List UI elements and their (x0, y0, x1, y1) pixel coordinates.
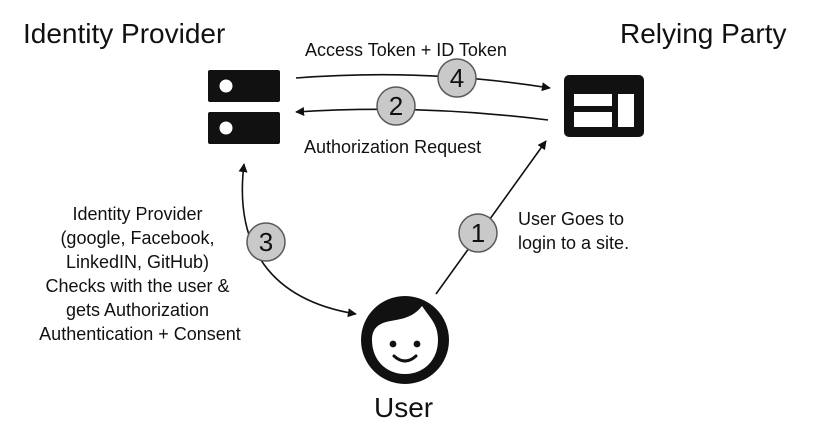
svg-text:2: 2 (389, 91, 403, 121)
authorization-request-arrow (295, 106, 549, 121)
step-badge-2: 2 (376, 86, 416, 126)
identity-provider-title: Identity Provider (23, 18, 225, 49)
step-badge-4: 4 (437, 58, 477, 98)
tokens-label: Access Token + ID Token (305, 40, 507, 60)
idp-user-check-arrow (238, 163, 357, 318)
authorization-request-label: Authorization Request (304, 137, 481, 157)
tokens-flow-arrow (295, 73, 551, 92)
user-login-arrow (435, 140, 547, 295)
website-icon (564, 75, 644, 137)
user-avatar-icon (361, 296, 449, 384)
server-icon (208, 70, 280, 144)
relying-party-title: Relying Party (620, 18, 787, 49)
idp-checks-label: Identity Provider (google, Facebook, Lin… (39, 204, 241, 344)
user-title: User (374, 392, 433, 423)
svg-text:3: 3 (259, 227, 273, 257)
step-badge-3: 3 (246, 222, 286, 262)
svg-text:1: 1 (471, 218, 485, 248)
user-login-label: User Goes to login to a site. (518, 209, 629, 253)
step-badge-1: 1 (458, 213, 498, 253)
svg-text:4: 4 (450, 63, 464, 93)
